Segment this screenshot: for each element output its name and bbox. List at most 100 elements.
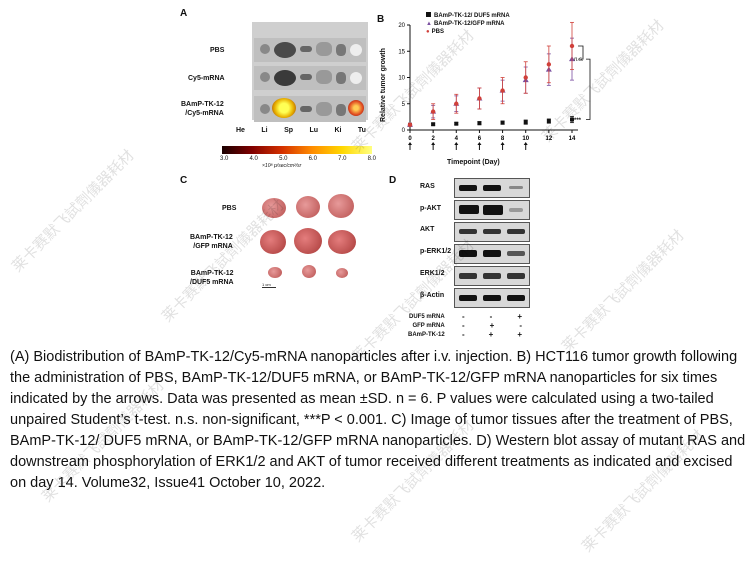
legend-label: BAmP-TK-12/ DUF5 mRNA	[434, 13, 510, 19]
injection-arrow-head	[408, 142, 412, 145]
watermark: 莱卡赛默飞試劑儀器耗材	[558, 226, 688, 356]
sign: -	[462, 312, 465, 321]
data-point	[454, 121, 459, 126]
x-tick-label: 0	[408, 136, 412, 142]
data-point	[546, 62, 552, 67]
x-tick-label: 14	[569, 136, 576, 142]
sign: -	[489, 312, 493, 321]
data-point	[523, 75, 528, 80]
tumor-tissue	[262, 198, 286, 218]
blot-pakt	[454, 200, 530, 220]
x-tick-label: 4	[455, 136, 459, 142]
caption-text: (A) Biodistribution of BAmP-TK-12/Cy5-mR…	[10, 349, 746, 491]
organ-row-cy5	[254, 66, 366, 90]
data-point	[407, 122, 413, 127]
tumor-tissue	[294, 228, 322, 254]
tumor-tissue	[260, 230, 286, 254]
sign: -	[462, 330, 465, 339]
watermark: 莱卡赛默飞試劑儀器耗材	[8, 146, 138, 276]
treatment-label: GFP mRNA	[412, 323, 445, 329]
colorbar-tick: 8.0	[367, 156, 376, 162]
data-point	[430, 109, 436, 114]
organ-ki: Ki	[334, 127, 342, 134]
x-tick-label: 12	[546, 136, 553, 142]
legend-label: BAmP-TK-12/GFP mRNA	[433, 21, 505, 27]
injection-arrow-head	[477, 142, 482, 145]
colorbar	[222, 146, 372, 154]
protein-label: RAS	[420, 183, 435, 190]
panel-d-letter: D	[389, 175, 397, 186]
treatment-labels: DUF5 mRNA GFP mRNA BAmP-TK-12	[408, 313, 445, 340]
sign: -	[519, 321, 522, 330]
row-label-pbs: PBS	[210, 47, 225, 54]
sign: +	[517, 312, 522, 321]
sign-row: - - +	[462, 312, 522, 321]
data-point	[454, 101, 459, 106]
blot-erk	[454, 266, 530, 286]
organ-sp: Sp	[284, 127, 294, 134]
x-tick-label: 8	[501, 136, 505, 142]
injection-arrow-head	[454, 142, 459, 145]
data-point	[477, 96, 482, 101]
protein-label: β-Actin	[420, 292, 445, 299]
protein-label: ERK1/2	[420, 270, 445, 277]
y-tick-label: 15	[398, 49, 405, 55]
sign: +	[517, 330, 522, 339]
tissue-label-duf5: BAmP-TK-12 /DUF5 mRNA	[190, 270, 234, 286]
colorbar-tick: 3.0	[220, 156, 229, 162]
legend-label: PBS	[431, 29, 444, 35]
organ-tu: Tu	[357, 127, 366, 134]
injection-arrow-head	[431, 142, 436, 145]
chart-legend: BAmP-TK-12/ DUF5 mRNA ▲BAmP-TK-12/GFP mR…	[426, 12, 510, 36]
colorbar-tick: 7.0	[338, 156, 347, 162]
y-tick-label: 5	[402, 102, 406, 108]
organ-he: He	[236, 127, 245, 134]
colorbar-tick: 5.0	[279, 156, 288, 162]
organ-row-bamp	[254, 96, 366, 122]
legend-marker-circle: ●	[426, 29, 430, 35]
blot-ras	[454, 178, 530, 198]
data-point	[569, 43, 575, 49]
legend-marker-square	[426, 12, 431, 17]
data-point	[500, 88, 505, 93]
significance-bracket-ns	[578, 45, 584, 60]
treatment-label: BAmP-TK-12	[408, 332, 445, 338]
colorbar-tick: 4.0	[249, 156, 258, 162]
data-point	[523, 120, 528, 125]
x-tick-label: 6	[478, 136, 482, 142]
tissue-label-gfp: BAmP-TK-12 /GFP mRNA	[190, 234, 233, 250]
panel-c-letter: C	[180, 175, 188, 186]
injection-arrow-head	[500, 142, 505, 145]
x-axis-label: Timepoint (Day)	[447, 159, 500, 166]
treatment-signs: --+ -+- -++	[462, 312, 522, 339]
treatment-label: DUF5 mRNA	[409, 314, 445, 320]
data-point	[500, 120, 505, 125]
x-tick-label: 2	[431, 136, 435, 142]
data-point	[570, 117, 574, 122]
y-tick-label: 0	[402, 128, 406, 134]
y-tick-label: 20	[398, 23, 405, 29]
tumor-tissue	[296, 196, 320, 218]
significance-bracket	[586, 58, 591, 120]
legend-marker-triangle: ▲	[426, 21, 432, 27]
panel-a-letter: A	[180, 8, 188, 19]
panel-b-letter: B	[377, 14, 385, 25]
data-point	[431, 122, 436, 127]
y-tick-label: 10	[398, 76, 405, 82]
sign-row: -++	[462, 330, 522, 339]
sign-row: -+-	[462, 321, 522, 330]
data-point	[477, 121, 482, 126]
protein-label: AKT	[420, 226, 435, 233]
tumor-tissue	[336, 268, 348, 278]
tumor-tissue	[328, 230, 356, 254]
organ-li: Li	[261, 127, 268, 134]
protein-label: p-ERK1/2	[420, 248, 452, 255]
organ-row-pbs	[254, 38, 366, 62]
figure-caption: (A) Biodistribution of BAmP-TK-12/Cy5-mR…	[10, 347, 748, 494]
colorbar-ticks: 3.0 4.0 5.0 6.0 7.0 8.0	[220, 156, 376, 162]
colorbar-tick: 6.0	[308, 156, 317, 162]
blot-perk	[454, 244, 530, 264]
y-axis-label: Relative tumor growth	[380, 48, 387, 122]
legend-entry: BAmP-TK-12/ DUF5 mRNA	[426, 12, 510, 20]
